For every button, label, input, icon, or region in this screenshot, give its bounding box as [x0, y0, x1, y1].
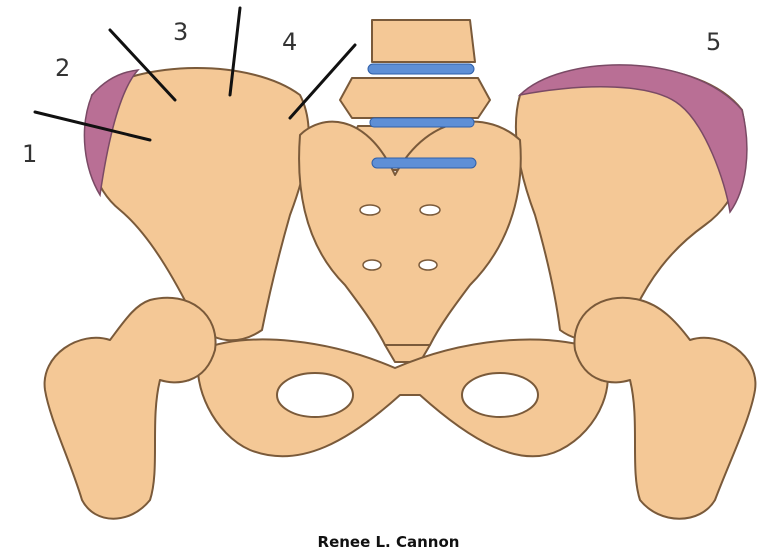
- disc: [372, 158, 476, 168]
- sacral-foramen: [419, 260, 437, 270]
- label-3: 3: [173, 18, 188, 46]
- label-5: 5: [706, 28, 721, 56]
- label-4: 4: [282, 28, 297, 56]
- disc: [370, 118, 474, 127]
- author-caption: Renee L. Cannon: [0, 533, 777, 551]
- disc: [368, 64, 474, 74]
- sacrum: [299, 121, 521, 345]
- sacral-foramen: [360, 205, 380, 215]
- bone-group: [45, 20, 756, 519]
- sacral-foramen: [420, 205, 440, 215]
- label-1: 1: [22, 140, 37, 168]
- vertebra-top: [372, 20, 475, 62]
- right-obturator-foramen: [462, 373, 538, 417]
- left-femur: [45, 298, 216, 519]
- left-ilium: [88, 68, 309, 340]
- vertebra-middle: [340, 78, 490, 118]
- label-2: 2: [55, 54, 70, 82]
- left-obturator-foramen: [277, 373, 353, 417]
- sacral-foramen: [363, 260, 381, 270]
